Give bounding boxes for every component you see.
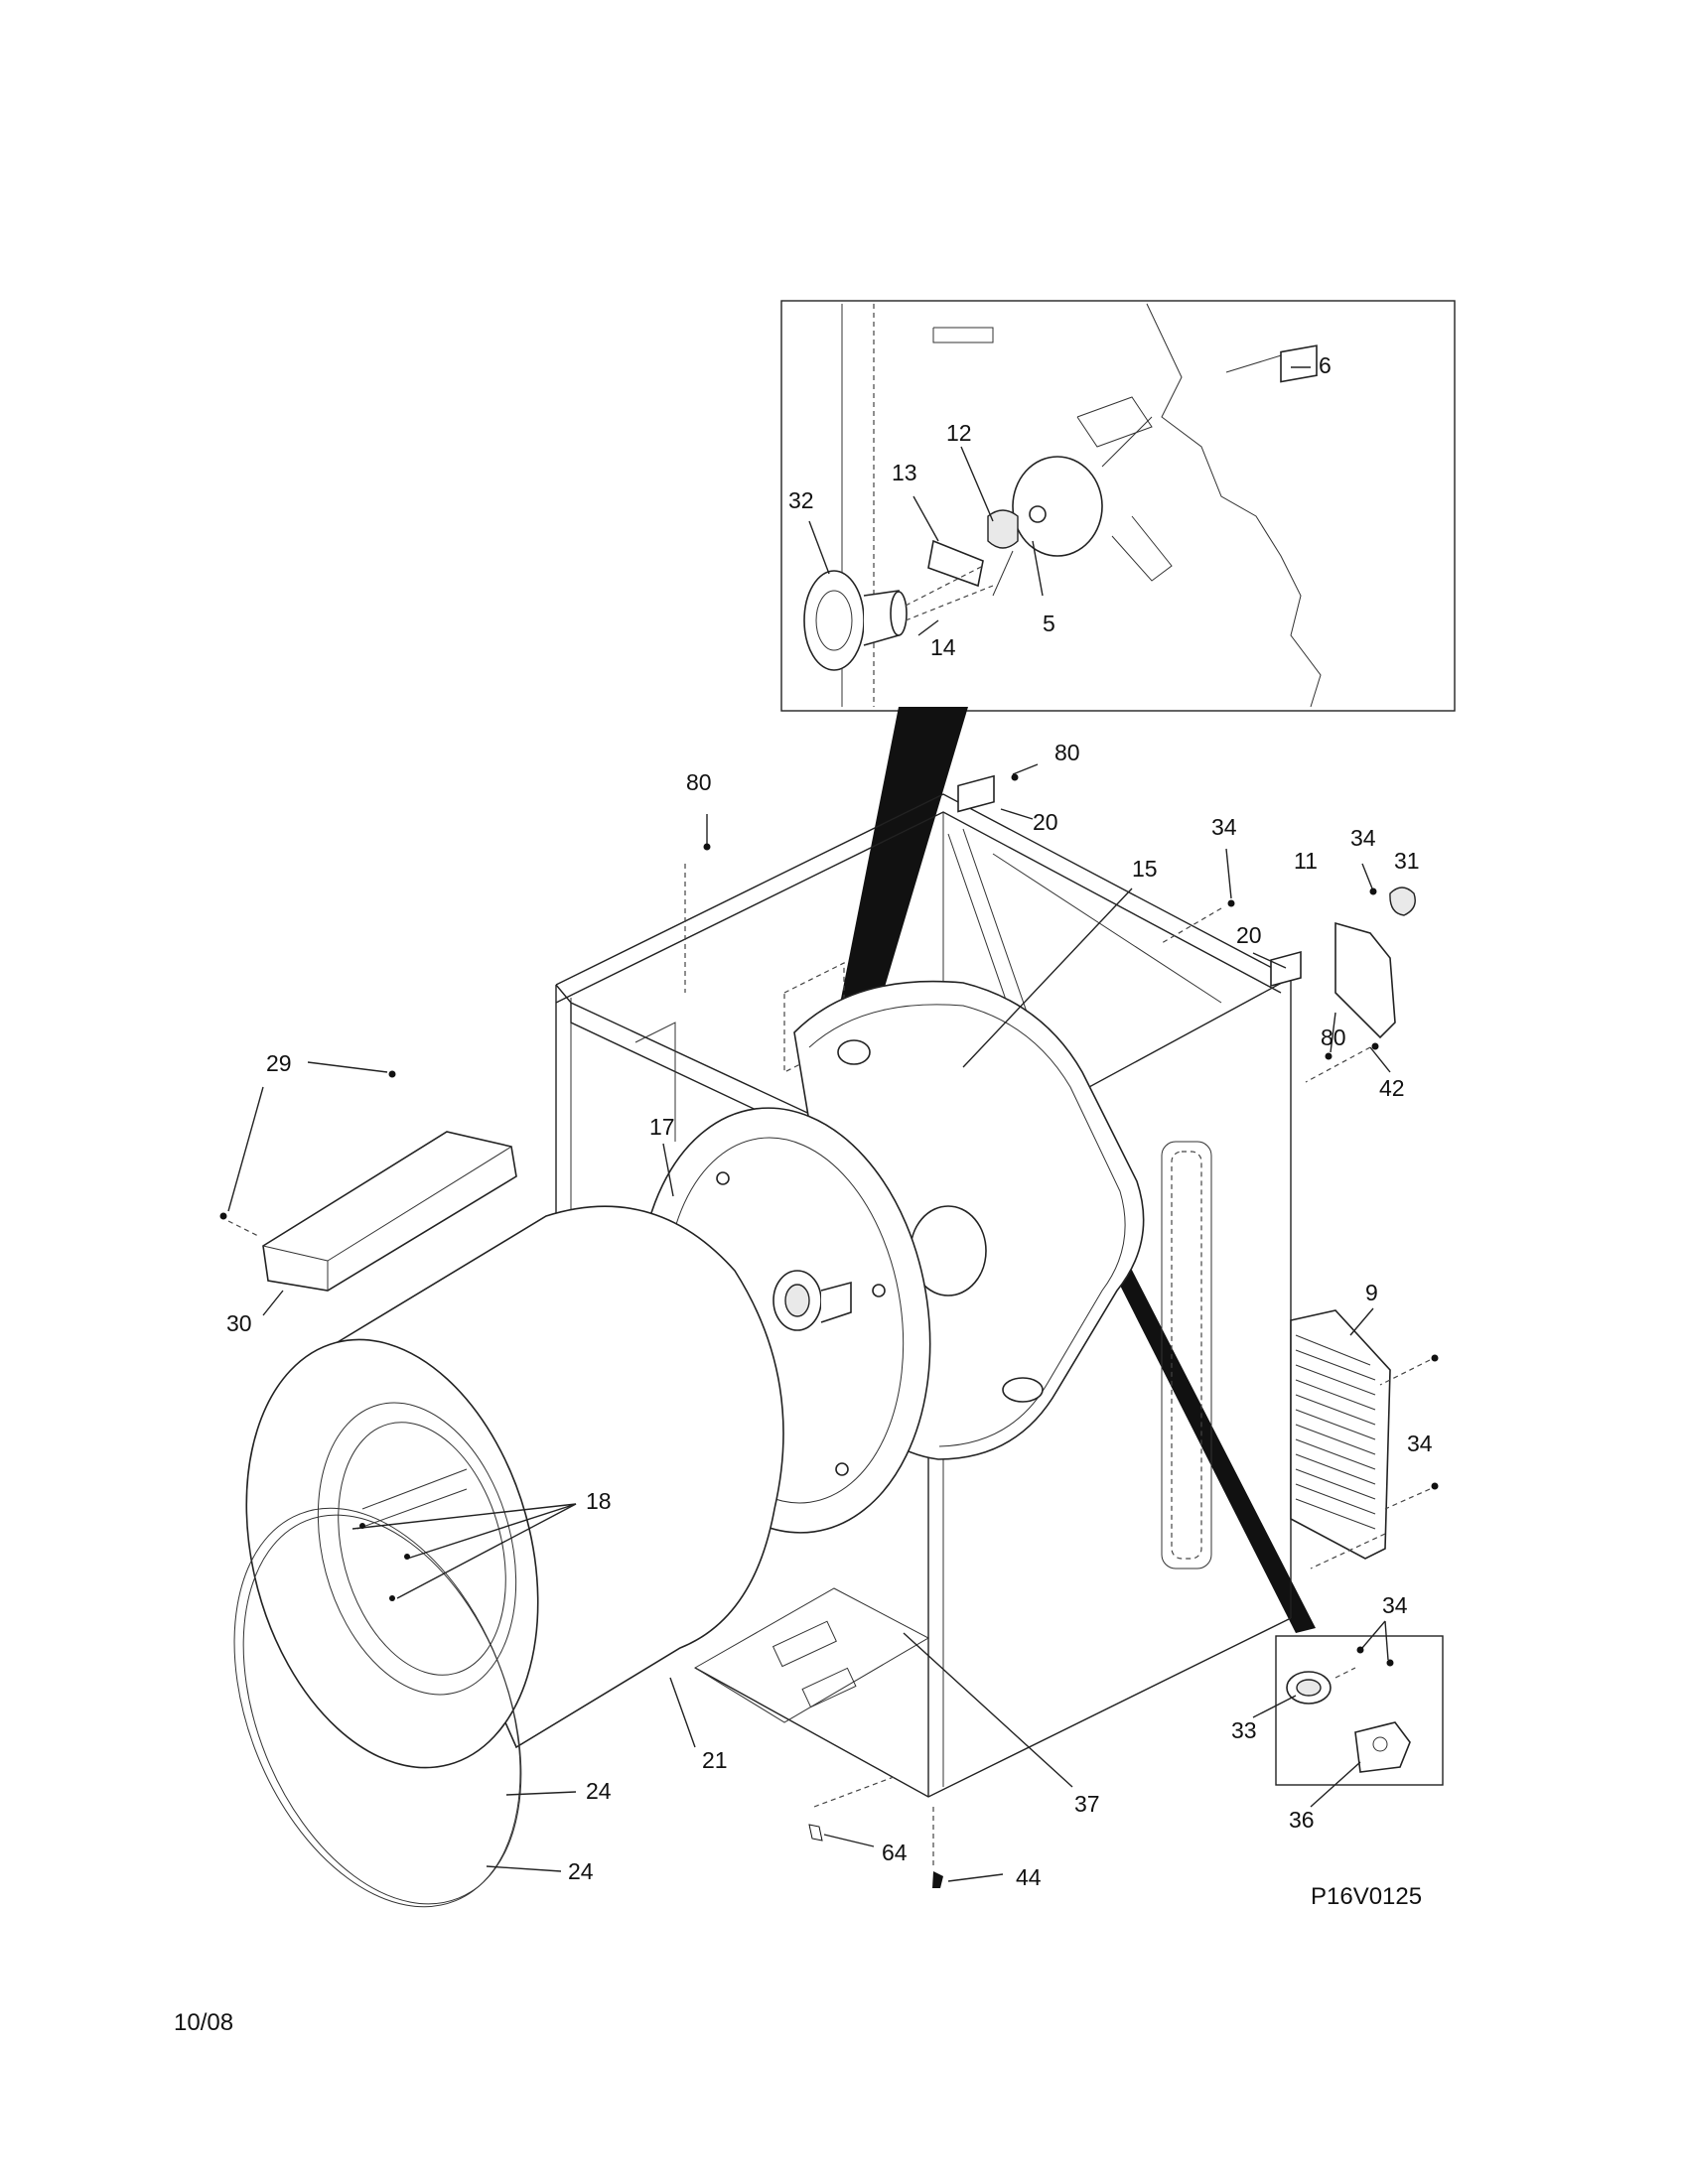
- part-20-bracket-side: [1270, 950, 1302, 988]
- callout-18: 18: [586, 1488, 612, 1514]
- callout-32: 32: [788, 487, 814, 513]
- callout-80-top-right: 80: [1054, 740, 1080, 765]
- callout-6: 6: [1319, 352, 1332, 378]
- callout-12: 12: [946, 420, 972, 446]
- callout-42: 42: [1379, 1075, 1405, 1101]
- part-20-bracket-top: [957, 774, 995, 813]
- diagram-code: P16V0125: [1311, 1883, 1422, 1910]
- drum: [245, 1205, 852, 1769]
- callout-33: 33: [1231, 1717, 1257, 1743]
- callout-5: 5: [1043, 611, 1055, 636]
- drum-rings: [233, 1507, 522, 1908]
- callout-15: 15: [1132, 856, 1158, 882]
- callout-31: 31: [1394, 848, 1420, 874]
- callout-34-grille: 34: [1407, 1431, 1433, 1456]
- callout-labels: 6 12 13 32 14 5 80 80 20 15 34 34 11 31 …: [226, 352, 1433, 1890]
- callout-24-lower: 24: [568, 1858, 594, 1884]
- revision-date: 10/08: [174, 2009, 233, 2036]
- callout-14: 14: [930, 634, 956, 660]
- callout-34-thermostat: 34: [1382, 1592, 1408, 1618]
- callout-9: 9: [1365, 1280, 1378, 1305]
- callout-44: 44: [1016, 1864, 1042, 1890]
- callout-80-top-left: 80: [686, 769, 712, 795]
- callout-24-upper: 24: [586, 1778, 612, 1804]
- callout-29: 29: [266, 1050, 292, 1076]
- part-30-bar: [262, 1131, 517, 1292]
- bearing-detail-inset: [780, 300, 1456, 712]
- callout-11: 11: [1294, 848, 1318, 874]
- thermostat-inset: [1275, 1635, 1444, 1786]
- callout-21: 21: [702, 1747, 728, 1773]
- inset-connector-lower: [1062, 1163, 1316, 1633]
- callout-34-top: 34: [1211, 814, 1237, 840]
- callout-36: 36: [1289, 1807, 1315, 1833]
- callout-37: 37: [1074, 1791, 1100, 1817]
- callout-30: 30: [226, 1310, 252, 1336]
- leader-lines: [227, 763, 1431, 1882]
- callout-17: 17: [649, 1114, 675, 1140]
- callout-64: 64: [882, 1840, 908, 1865]
- part-9-grille: [1290, 1309, 1391, 1560]
- part-11-bracket: [1334, 887, 1416, 1039]
- screws: [219, 773, 1439, 1888]
- callout-80-side: 80: [1321, 1024, 1346, 1050]
- callout-20-top: 20: [1033, 809, 1058, 835]
- callout-13: 13: [892, 460, 917, 485]
- callout-34-bracket: 34: [1350, 825, 1376, 851]
- callout-20-side: 20: [1236, 922, 1262, 948]
